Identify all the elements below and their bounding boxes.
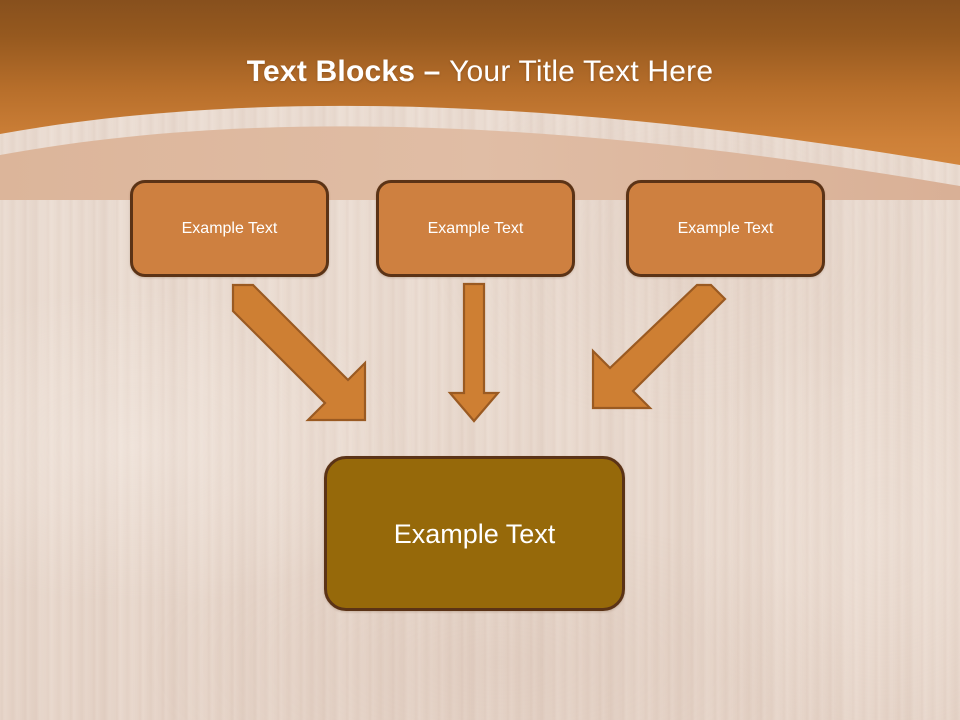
page-title-light: Your Title Text Here bbox=[449, 55, 714, 88]
top-box-1-label: Example Text bbox=[181, 219, 278, 237]
page-title: Text Blocks – Your Title Text Here bbox=[0, 52, 960, 92]
top-box-3[interactable]: Example Text bbox=[626, 180, 825, 277]
header-banner bbox=[0, 0, 960, 200]
top-box-3-label: Example Text bbox=[677, 219, 774, 237]
bottom-box-label: Example Text bbox=[393, 518, 556, 549]
page-title-separator: – bbox=[423, 55, 450, 88]
top-box-2-label: Example Text bbox=[427, 219, 524, 237]
bottom-box[interactable]: Example Text bbox=[324, 456, 625, 611]
top-box-1[interactable]: Example Text bbox=[130, 180, 329, 277]
header-orange-shape bbox=[0, 0, 960, 165]
page-title-strong: Text Blocks bbox=[246, 55, 424, 88]
top-box-2[interactable]: Example Text bbox=[376, 180, 575, 277]
